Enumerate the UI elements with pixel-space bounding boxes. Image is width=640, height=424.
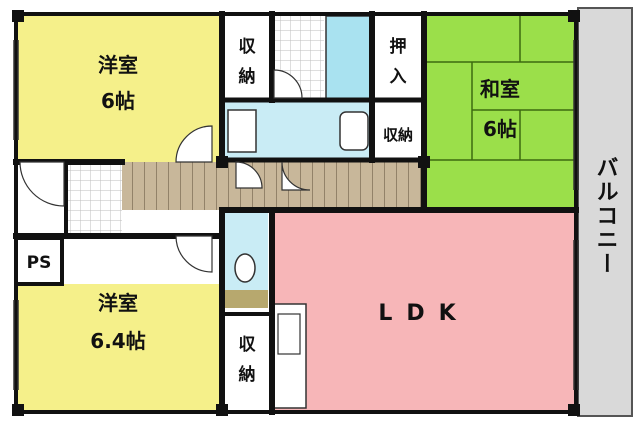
western-room-2 — [16, 284, 222, 412]
ldk-label: LDK — [378, 301, 469, 326]
corridor — [122, 162, 424, 210]
oshiire-label-2: 入 — [390, 67, 407, 87]
oshiire — [374, 14, 424, 100]
bathtub — [325, 15, 373, 101]
japanese-room-name: 和室 — [480, 77, 520, 101]
windows — [13, 40, 579, 390]
closet-mid-label: 収納 — [383, 126, 413, 144]
ldk-room — [272, 212, 576, 412]
balcony — [577, 7, 633, 417]
ps-label: PS — [27, 253, 52, 273]
door-swings — [19, 69, 311, 273]
western-room-1-size: 6帖 — [101, 89, 135, 113]
pillars — [12, 10, 580, 416]
japanese-room-size: 6帖 — [483, 117, 517, 141]
oshiire-label-1: 押 — [390, 36, 407, 57]
walls — [13, 11, 579, 415]
tatami-lines — [424, 14, 576, 161]
kitchen-sink — [277, 313, 301, 355]
sink-bowl — [339, 111, 369, 151]
closet-mid — [374, 102, 424, 160]
closet-top-label-2: 納 — [239, 66, 256, 87]
toilet-icon — [234, 253, 256, 283]
western-room-2-name: 洋室 — [98, 291, 138, 315]
closet-bottom-label-2: 納 — [239, 364, 256, 385]
balcony-label: バルコニー — [593, 156, 618, 276]
closet-top-label-1: 収 — [239, 37, 257, 57]
western-room-1-name: 洋室 — [98, 53, 138, 77]
japanese-room — [424, 14, 576, 210]
closet-bottom-label-1: 収 — [239, 335, 257, 355]
closet-top — [222, 14, 272, 100]
closet-bottom — [222, 316, 272, 412]
toilet-floor — [224, 290, 268, 308]
entrance-tiles — [66, 162, 122, 234]
wash-basin — [227, 109, 257, 153]
western-room-2-size: 6.4帖 — [90, 329, 145, 353]
